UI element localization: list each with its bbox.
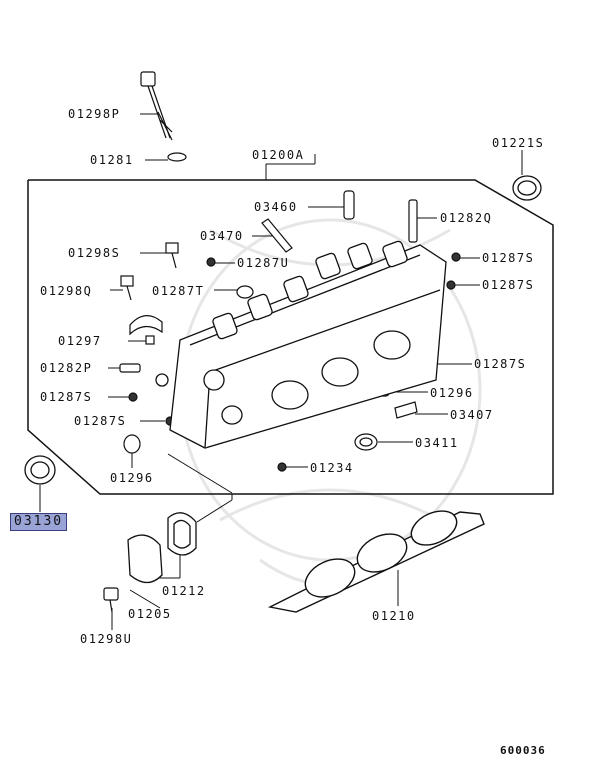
cover-01205-icon [127,534,163,584]
seal-01296-b-icon [123,434,141,454]
label-01287S-c: 01287S [474,357,527,371]
label-01205: 01205 [128,607,172,621]
assembly-border [27,179,554,495]
label-01297: 01297 [58,334,102,348]
label-01296-b: 01296 [110,471,154,485]
label-01281: 01281 [90,153,134,167]
label-03470: 03470 [200,229,244,243]
bolt-01298U-icon [103,587,119,613]
cylinder-head-01200A-icon [155,240,447,449]
plug-01287S-b-icon [446,280,456,290]
plug-01234-icon [277,462,287,472]
oil-seal-03130-icon [24,455,56,485]
label-01282P: 01282P [40,361,93,375]
label-01298P: 01298P [68,107,121,121]
label-01298Q: 01298Q [40,284,93,298]
label-01287S-d: 01287S [40,390,93,404]
gasket-03407-icon [394,401,418,419]
label-01282Q: 01282Q [440,211,493,225]
plug-01287U-icon [206,257,216,267]
bolt-01298P-icon [140,71,173,141]
pin-03470-icon [261,218,293,253]
label-01221S: 01221S [492,136,545,150]
plug-01287S-a-icon [451,252,461,262]
label-01234: 01234 [310,461,354,475]
cap-01287T-icon [236,285,254,299]
bolt-01298Q-icon [120,275,134,287]
label-03407: 03407 [450,408,494,422]
label-03130-highlighted[interactable]: 03130 [10,513,68,531]
pin-03460-icon [343,190,355,220]
stud-01282P-icon [119,363,141,373]
diagram-code: 600036 [500,744,546,757]
label-01212: 01212 [162,584,206,598]
label-01296-a: 01296 [430,386,474,400]
label-01298S: 01298S [68,246,121,260]
plug-01287S-d-icon [128,392,138,402]
washer-01281-icon [167,152,187,162]
label-01200A: 01200A [252,148,305,162]
label-03460: 03460 [254,200,298,214]
label-01287S-b: 01287S [482,278,535,292]
label-01287S-e: 01287S [74,414,127,428]
label-01298U: 01298U [80,632,133,646]
label-01287T: 01287T [152,284,205,298]
head-gasket-01210-icon [267,510,485,613]
gasket-01212-icon [167,512,197,556]
label-01287S-a: 01287S [482,251,535,265]
seal-01221S-icon [512,175,542,201]
cap-01297-icon [129,315,163,336]
bolt-01298S-icon [165,242,179,254]
label-01287U: 01287U [237,256,290,270]
label-01210: 01210 [372,609,416,623]
retainer-01297-icon [145,335,155,345]
label-03411: 03411 [415,436,459,450]
stud-01282Q-icon [408,199,418,243]
